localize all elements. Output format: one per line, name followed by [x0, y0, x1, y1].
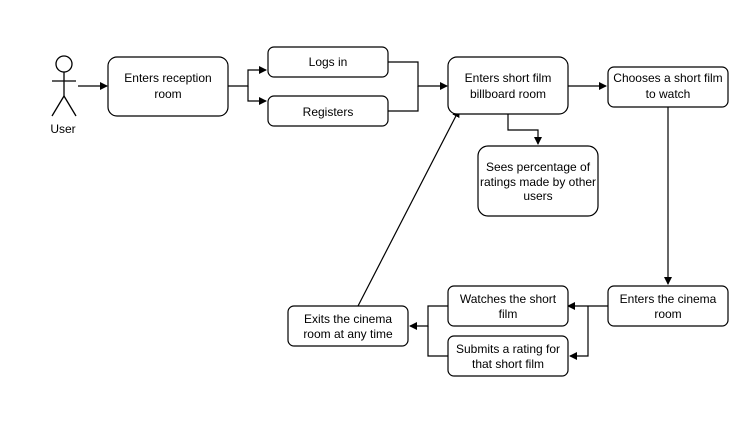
edge-billboard-to-percentage [507, 114, 542, 145]
svg-text:Registers: Registers [303, 105, 354, 119]
user-actor-label: User [50, 122, 75, 136]
user-actor [51, 55, 77, 117]
node-percentage-line-1: Sees percentage of [486, 160, 591, 174]
node-billboard: Enters short film billboard room [447, 56, 569, 115]
edge-watch-to-exit [409, 305, 448, 330]
node-watch-line-2: film [499, 307, 518, 321]
node-watch-line-1: Watches the short [460, 292, 557, 306]
edge-reception-to-register [247, 86, 267, 105]
node-billboard-line-2: billboard room [470, 87, 546, 101]
node-reception-line-2: room [154, 87, 181, 101]
node-exit-line-1: Exits the cinema [304, 312, 392, 326]
edge-login-to-billboard [388, 61, 448, 90]
node-register-line-1: Registers [303, 105, 354, 119]
edge-exit-to-billboard [357, 109, 460, 307]
node-rate-line-2: that short film [472, 357, 544, 371]
edges [78, 61, 672, 360]
node-choose: Chooses a short film to watch [607, 66, 729, 108]
node-login: Logs in [267, 46, 389, 78]
node-percentage-line-3: users [523, 189, 552, 203]
node-login-line-1: Logs in [309, 55, 348, 69]
node-cinema-line-1: Enters the cinema [620, 292, 717, 306]
svg-text:Logs in: Logs in [309, 55, 348, 69]
node-exit-line-2: room at any time [303, 327, 393, 341]
node-choose-line-2: to watch [646, 87, 691, 101]
edge-rate-to-exit [427, 326, 448, 357]
node-rate-line-1: Submits a rating for [456, 342, 560, 356]
node-choose-line-1: Chooses a short film [613, 71, 722, 85]
node-register: Registers [267, 95, 389, 127]
node-reception-line-1: Enters reception [124, 71, 211, 85]
edge-cinema-to-rate [569, 306, 589, 360]
node-cinema-line-2: room [654, 307, 681, 321]
user-actor-head [55, 55, 73, 73]
edge-reception-to-login [228, 66, 267, 87]
node-percentage-line-2: ratings made by other [480, 175, 596, 189]
node-billboard-line-1: Enters short film [465, 71, 552, 85]
edge-register-to-billboard [388, 86, 419, 112]
node-reception: Enters reception room [107, 56, 229, 117]
